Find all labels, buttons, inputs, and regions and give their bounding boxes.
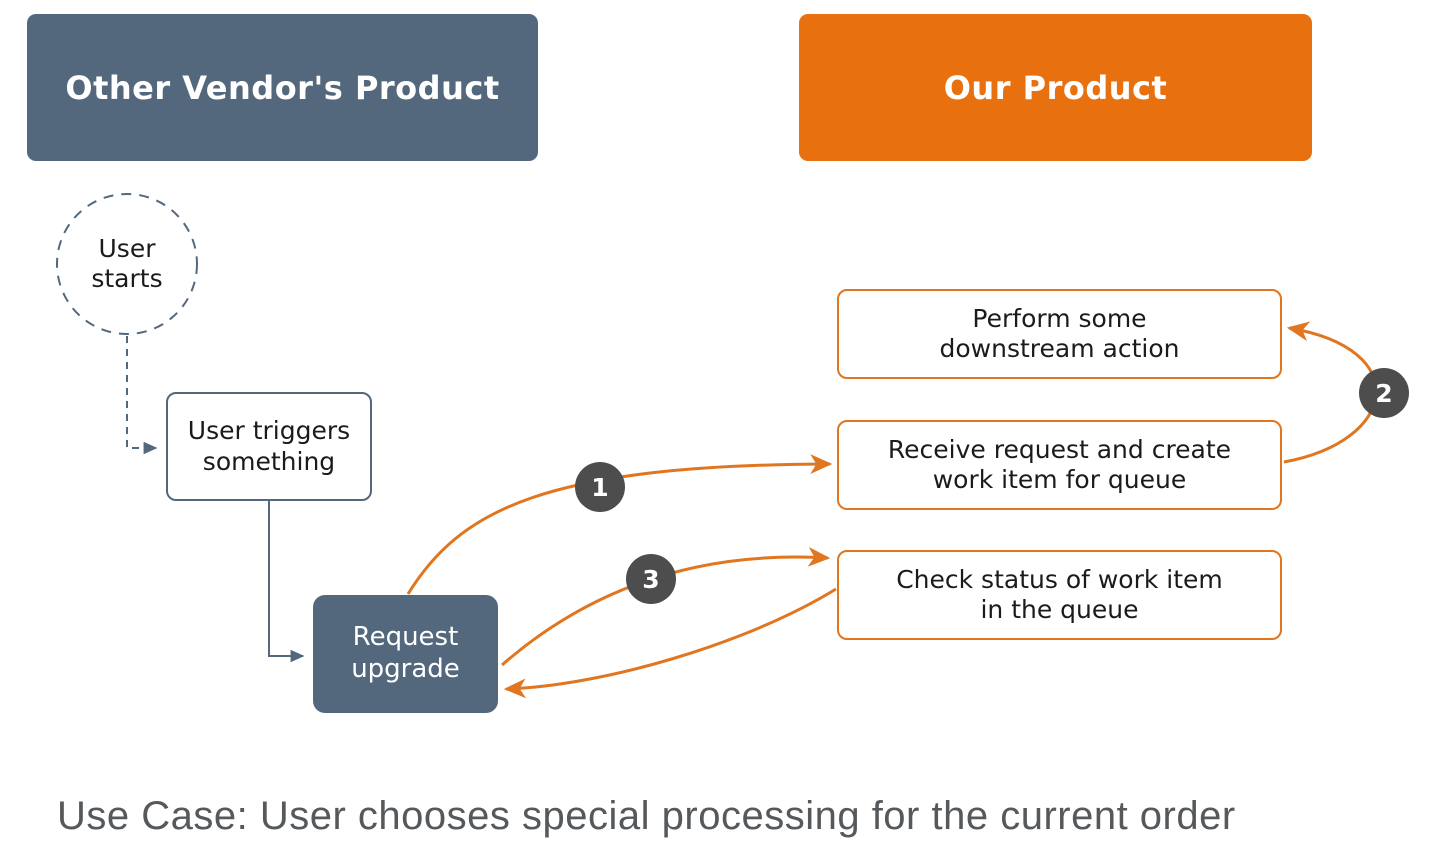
lane-header-other-vendor: Other Vendor's Product — [27, 14, 538, 161]
connector-trigger-to-request — [268, 501, 305, 663]
step-badge-3-number: 3 — [642, 564, 660, 594]
node-check-status: Check status of work item in the queue — [837, 550, 1282, 640]
node-user-triggers: User triggers something — [166, 392, 372, 501]
node-receive-request: Receive request and create work item for… — [837, 420, 1282, 510]
step-badge-1-number: 1 — [591, 472, 609, 502]
connector-start-to-trigger — [126, 336, 158, 455]
lane-header-our-product-label: Our Product — [943, 68, 1168, 107]
step-badge-2: 2 — [1359, 368, 1409, 418]
step-badge-2-number: 2 — [1375, 378, 1393, 408]
arrow-status-return — [503, 587, 837, 699]
lane-header-our-product: Our Product — [799, 14, 1312, 161]
step-badge-3: 3 — [626, 554, 676, 604]
step-badge-1: 1 — [575, 462, 625, 512]
lane-header-other-vendor-label: Other Vendor's Product — [65, 68, 500, 107]
node-perform-action: Perform some downstream action — [837, 289, 1282, 379]
node-request-upgrade: Request upgrade — [313, 595, 498, 713]
use-case-caption: Use Case: User chooses special processin… — [57, 794, 1236, 838]
node-user-starts: User starts — [91, 233, 163, 294]
